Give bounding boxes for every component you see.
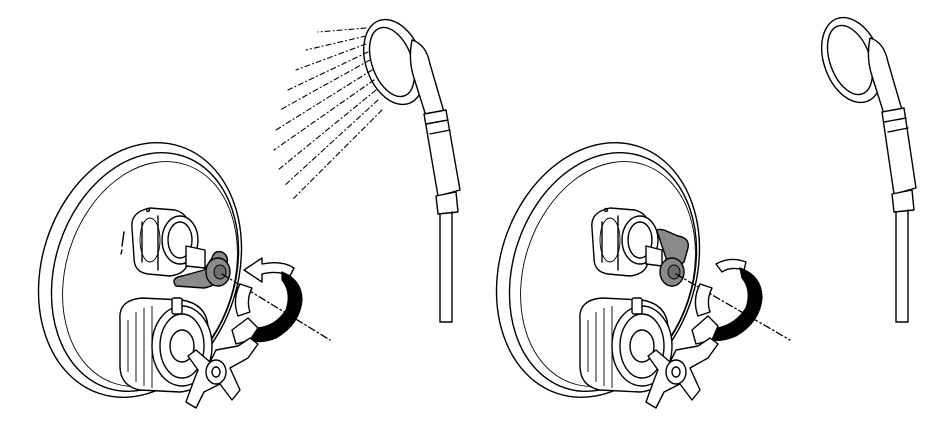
rotation-arrow-left: [231, 257, 303, 345]
cross-handle-right: [645, 337, 719, 409]
water-spray-left: [273, 27, 383, 201]
handshower-left: [362, 18, 461, 323]
left-panel: [37, 18, 461, 409]
lower-diverter-left: [119, 297, 213, 393]
grey-wing-lever-right: [656, 228, 689, 287]
rotation-axis-right: [675, 273, 791, 341]
upper-cartridge-left: [120, 207, 206, 277]
upper-cartridge-right: [591, 207, 663, 277]
cross-handle-left: [185, 337, 259, 409]
grey-wing-lever-left: [173, 250, 231, 289]
handshower-right: [820, 16, 917, 323]
rotation-arrow-right: [691, 258, 763, 345]
right-panel: [495, 16, 917, 409]
